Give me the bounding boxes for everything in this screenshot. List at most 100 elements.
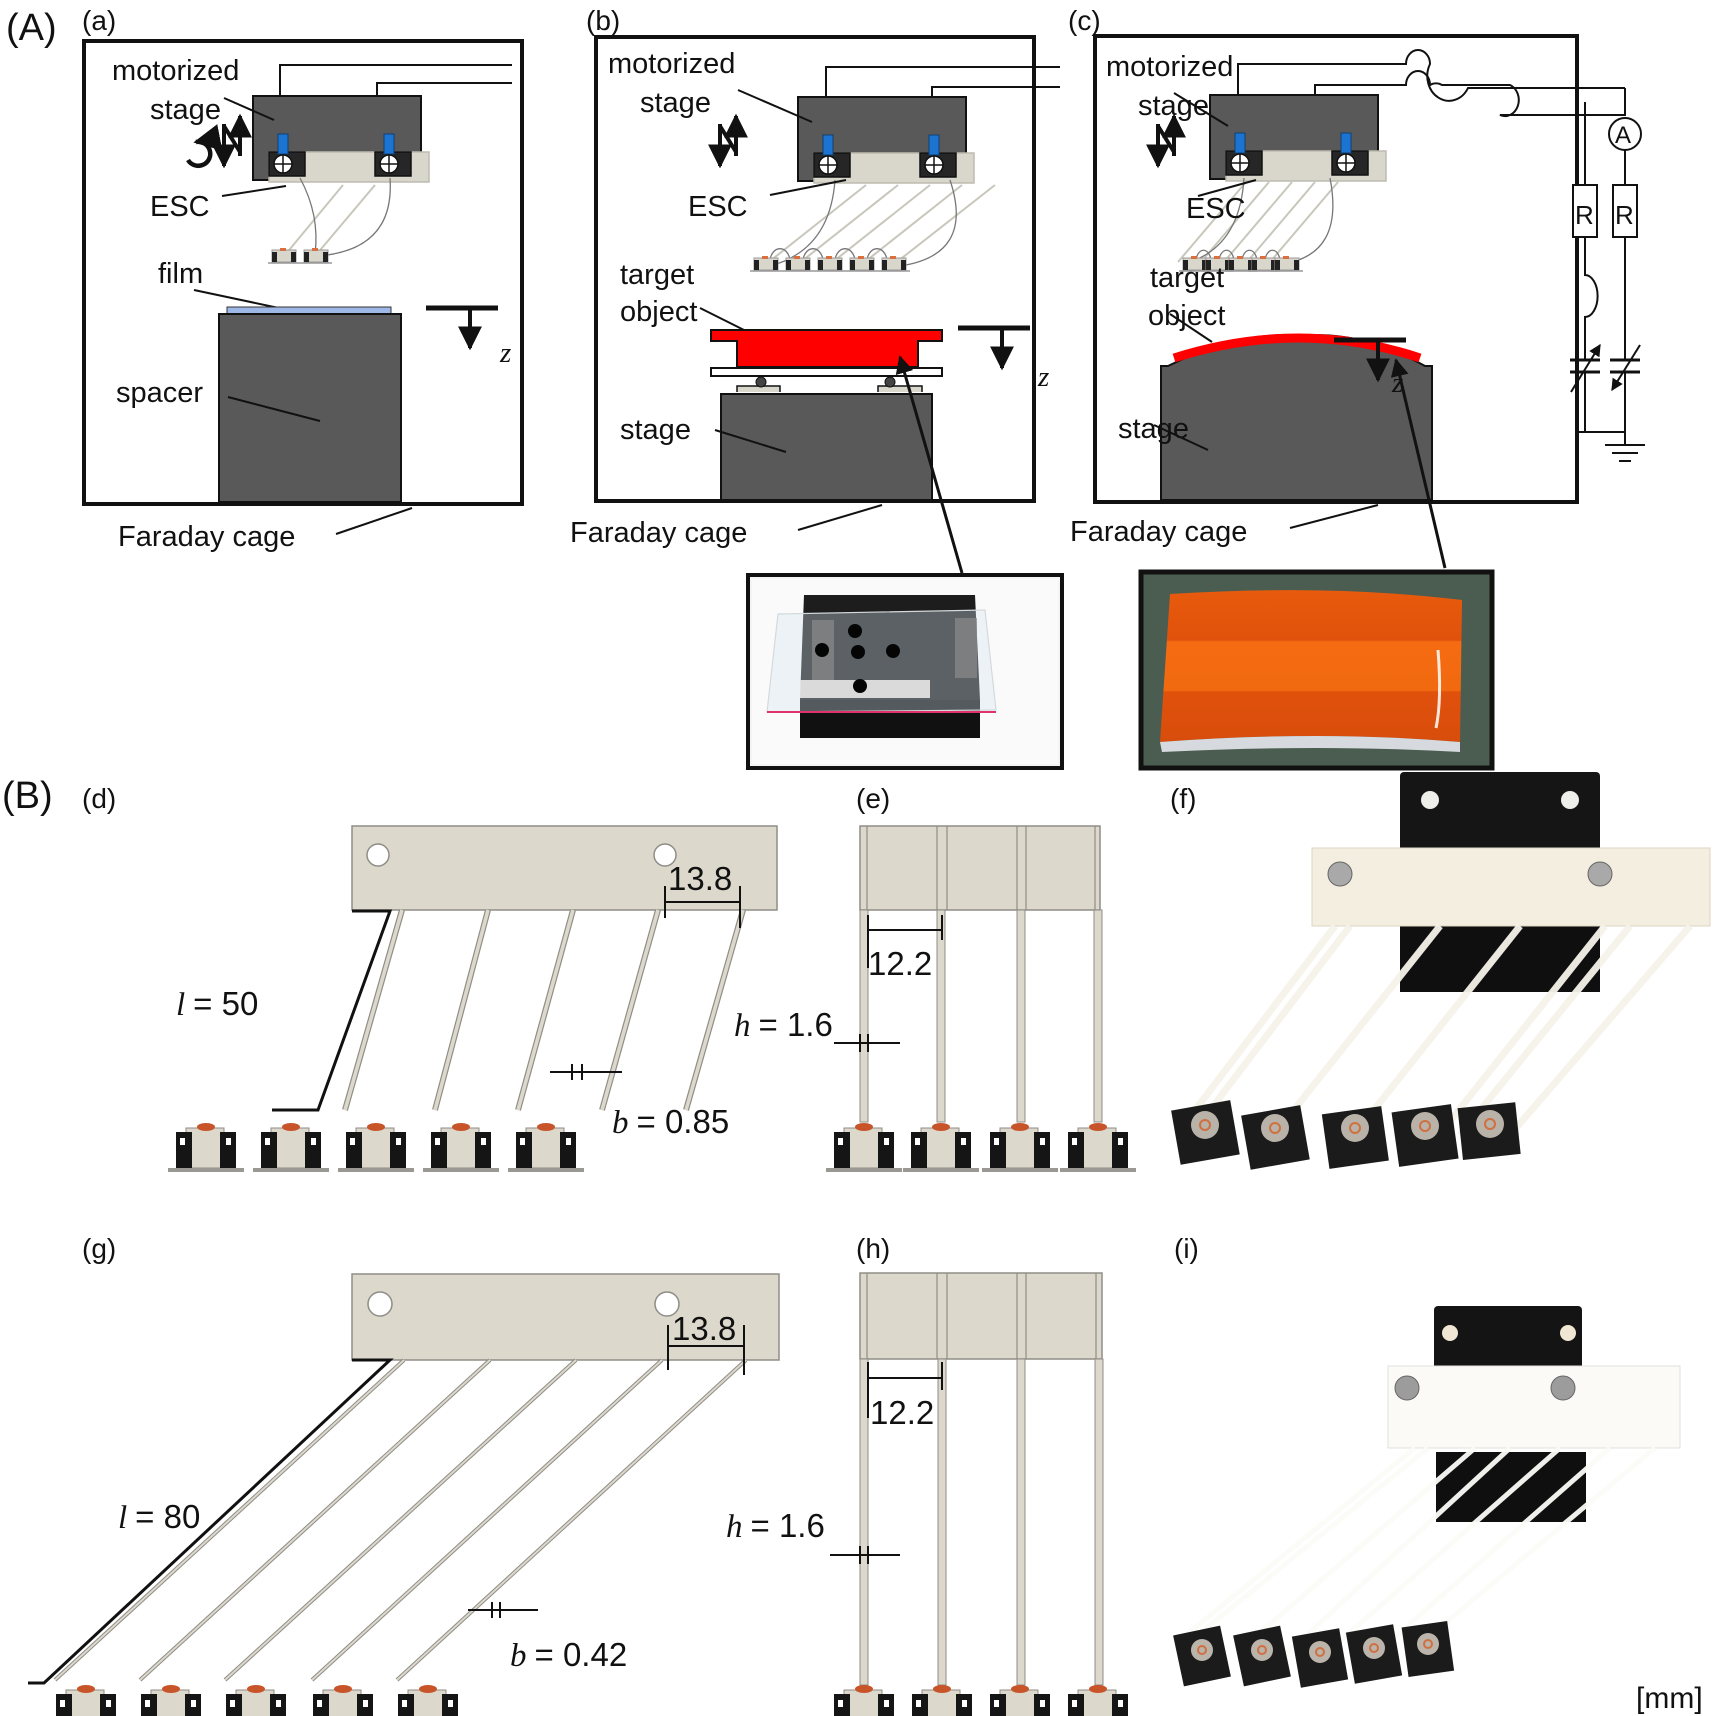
pitch-label: 13.8	[668, 860, 732, 897]
beam-array	[1177, 177, 1339, 272]
length-dimension-line	[272, 909, 393, 1112]
label-faraday-cage: Faraday cage	[570, 517, 747, 549]
sensor	[267, 247, 301, 264]
spacing-dimension-line	[867, 1362, 943, 1418]
panel-c-label: (c)	[1068, 5, 1101, 36]
label-target: target	[620, 259, 694, 291]
label-film: film	[158, 258, 203, 290]
stage-block-curved	[1160, 334, 1433, 501]
label-object: object	[1148, 300, 1225, 332]
label-esc: ESC	[150, 191, 210, 223]
beam-array-side	[859, 909, 1103, 1123]
panel-c: (c) motorized stage ESC target object st…	[1068, 5, 1645, 569]
panel-b-label: (b)	[586, 5, 620, 36]
label-motorized: motorized	[1106, 51, 1233, 83]
width-dimension-line	[550, 1064, 622, 1080]
beam-array	[342, 909, 746, 1111]
rotate-arrow-icon	[186, 124, 223, 168]
motorized-stage	[797, 96, 975, 184]
esc-mount-side	[859, 1272, 1103, 1360]
pitch-label: 13.8	[672, 1310, 736, 1347]
spacer-block	[218, 313, 402, 503]
z-axis-icon	[426, 308, 498, 348]
stage-block	[720, 393, 933, 501]
esc-mount-side	[859, 825, 1101, 911]
length-dimension-line	[28, 1358, 394, 1685]
callout-arrow	[1390, 358, 1447, 569]
variable-capacitor-icon	[1570, 343, 1601, 393]
label-faraday-cage: Faraday cage	[1070, 516, 1247, 548]
panel-i: (i) [mm]	[1173, 1233, 1703, 1715]
label-stage: stage	[1138, 90, 1209, 122]
spacing-label: 12.2	[868, 945, 932, 982]
target-object-curved	[1172, 333, 1422, 363]
thickness-dimension-line	[830, 1546, 900, 1564]
label-stage: stage	[150, 94, 221, 126]
beam-array-side	[859, 1358, 1104, 1686]
panel-f-label: (f)	[1170, 783, 1196, 814]
esc-mount-bar	[351, 825, 778, 911]
section-b-label: (B)	[2, 775, 53, 817]
panel-d: (d) l= 50 13.8 b= 0.85	[82, 783, 778, 1173]
label-spacer: spacer	[116, 377, 203, 409]
target-object-flat	[710, 329, 943, 368]
faraday-cage-frame	[1093, 34, 1579, 504]
ground-icon	[1605, 444, 1645, 462]
label-esc: ESC	[688, 191, 748, 223]
label-z: z	[499, 337, 511, 369]
label-object: object	[620, 296, 697, 328]
measurement-circuit: A R R	[1570, 88, 1645, 462]
beam-array	[53, 1358, 748, 1682]
panel-e-label: (e)	[856, 783, 890, 814]
variable-capacitor-icon	[1611, 344, 1641, 392]
panel-e: (e) 12.2 h= 1.6	[734, 783, 1137, 1173]
unit-label: [mm]	[1636, 1682, 1703, 1715]
resistor1-label: R	[1575, 200, 1594, 230]
panel-h-label: (h)	[856, 1233, 890, 1264]
label-faraday-cage: Faraday cage	[118, 521, 295, 553]
spacing-label: 12.2	[870, 1394, 934, 1431]
label-motorized: motorized	[608, 48, 735, 80]
beam-array	[749, 179, 996, 272]
callout-arrow	[895, 355, 964, 574]
spacing-dimension-line	[867, 915, 943, 968]
panel-b: (b) motorized stage ESC target object	[570, 5, 1060, 574]
resistor2-label: R	[1615, 200, 1634, 230]
label-stage: stage	[640, 87, 711, 119]
panel-a: (a) motorized stage ESC film spacer z Fa…	[82, 5, 524, 553]
ammeter-label: A	[1615, 122, 1631, 149]
panel-g: (g) l= 80 13.8 b= 0.42	[28, 1233, 780, 1716]
label-esc: ESC	[1186, 193, 1246, 225]
faraday-cage-frame	[82, 39, 524, 506]
panel-g-label: (g)	[82, 1233, 116, 1264]
length-label: l= 80	[118, 1498, 200, 1536]
panel-h: (h) 12.2 h= 1.6	[726, 1233, 1137, 1716]
pitch-dimension-line	[667, 1325, 745, 1375]
vertical-move-arrow-icon	[224, 116, 240, 166]
photo-flat-target	[746, 573, 1064, 770]
motorized-stage	[252, 95, 430, 183]
thickness-label: h= 1.6	[734, 1006, 833, 1044]
label-motorized: motorized	[112, 55, 239, 87]
panel-d-label: (d)	[82, 783, 116, 814]
vertical-move-arrow-icon	[1158, 116, 1174, 166]
width-label: b= 0.85	[612, 1103, 729, 1141]
sensor	[299, 247, 333, 264]
photo-prototype-l80	[1173, 1306, 1681, 1688]
label-base-stage: stage	[1118, 413, 1189, 445]
photo-prototype-l50	[1171, 772, 1711, 1170]
motorized-stage	[1209, 94, 1387, 182]
label-target: target	[1150, 262, 1224, 294]
width-label: b= 0.42	[510, 1636, 627, 1674]
pitch-dimension-line	[664, 886, 741, 928]
section-a-label: (A)	[6, 7, 57, 49]
photo-curved-target	[1138, 569, 1495, 771]
z-axis-icon	[958, 328, 1030, 368]
length-label: l= 50	[176, 985, 258, 1023]
width-dimension-line	[468, 1602, 538, 1618]
label-z: z	[1037, 361, 1049, 393]
glass-plate	[710, 367, 943, 377]
label-base-stage: stage	[620, 414, 691, 446]
panel-i-label: (i)	[1174, 1233, 1199, 1264]
thickness-dimension-line	[834, 1034, 900, 1052]
